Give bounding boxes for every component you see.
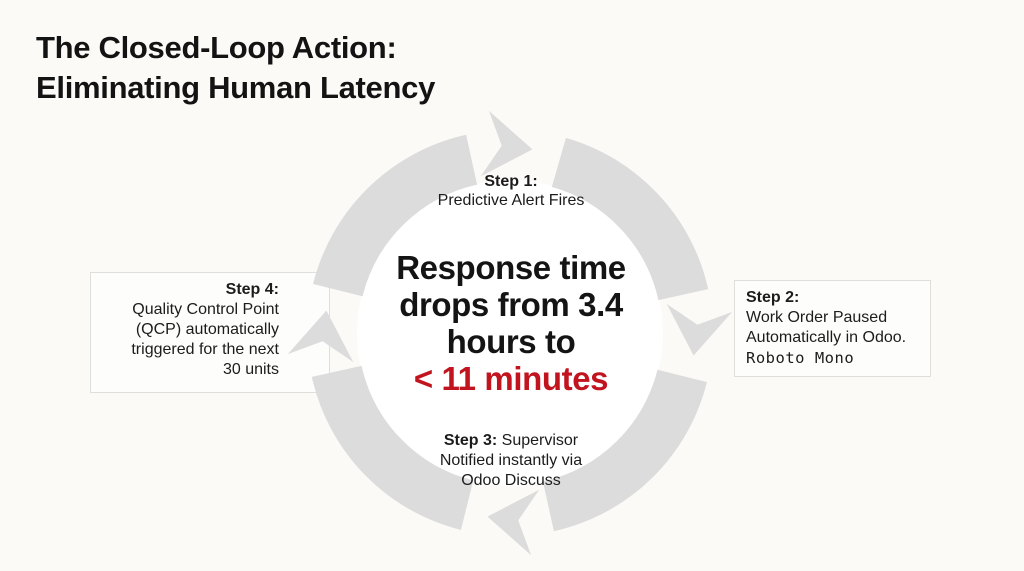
step-3-text-line: Notified instantly via bbox=[439, 452, 583, 469]
arrow-head-right-icon bbox=[666, 303, 733, 356]
step-1-label: Step 1: bbox=[484, 173, 538, 190]
step-4-text-line: triggered for the next bbox=[131, 341, 279, 358]
cycle-arc-top-right bbox=[551, 137, 709, 301]
step-3-text-line: Odoo Discuss bbox=[461, 472, 561, 489]
center-message-highlight: < 11 minutes bbox=[413, 360, 609, 397]
step-2-label: Step 2: bbox=[746, 289, 800, 306]
step-2-card: Step 2: Work Order Paused Automatically … bbox=[734, 280, 931, 377]
step-3-first-line: Step 3: Supervisor bbox=[311, 431, 711, 451]
slide-title: The Closed-Loop Action: Eliminating Huma… bbox=[36, 28, 435, 108]
arrow-head-top-icon bbox=[480, 110, 533, 177]
step-2-text-line: Work Order Paused bbox=[746, 309, 888, 326]
step-4-card: Step 4: Quality Control Point (QCP) auto… bbox=[90, 272, 330, 393]
step-1-text-line: Predictive Alert Fires bbox=[437, 192, 585, 209]
step-4-label: Step 4: bbox=[225, 281, 279, 298]
step-1-label-block: Step 1: Predictive Alert Fires bbox=[311, 172, 711, 210]
cycle-arc-bottom-right bbox=[542, 369, 707, 532]
step-4-text-line: 30 units bbox=[222, 361, 279, 378]
center-message-line: hours to bbox=[446, 323, 576, 360]
cycle-arc-bottom-left bbox=[311, 365, 474, 530]
title-line-2: Eliminating Human Latency bbox=[36, 70, 436, 105]
arrow-head-bottom-icon bbox=[487, 489, 540, 556]
step-2-text-line: Automatically in Odoo. bbox=[746, 329, 907, 346]
step-4-text-line: (QCP) automatically bbox=[135, 321, 279, 338]
center-message-line: drops from 3.4 bbox=[399, 286, 623, 323]
center-message-line: Response time bbox=[396, 249, 626, 286]
arrow-head-left-icon bbox=[287, 310, 354, 363]
title-line-1: The Closed-Loop Action: bbox=[36, 30, 397, 65]
step-4-text-line: Quality Control Point bbox=[132, 301, 279, 318]
step-3-label: Step 3: bbox=[443, 432, 498, 449]
center-message: Response time drops from 3.4 hours to < … bbox=[311, 249, 711, 397]
cycle-inner-circle bbox=[357, 180, 663, 486]
step-3-inline-text: Supervisor bbox=[501, 432, 579, 449]
cycle-arc-top-left bbox=[313, 134, 478, 297]
step-2-mono-line: Roboto Mono bbox=[746, 349, 855, 367]
step-3-label-block: Step 3: Supervisor Notified instantly vi… bbox=[311, 431, 711, 491]
